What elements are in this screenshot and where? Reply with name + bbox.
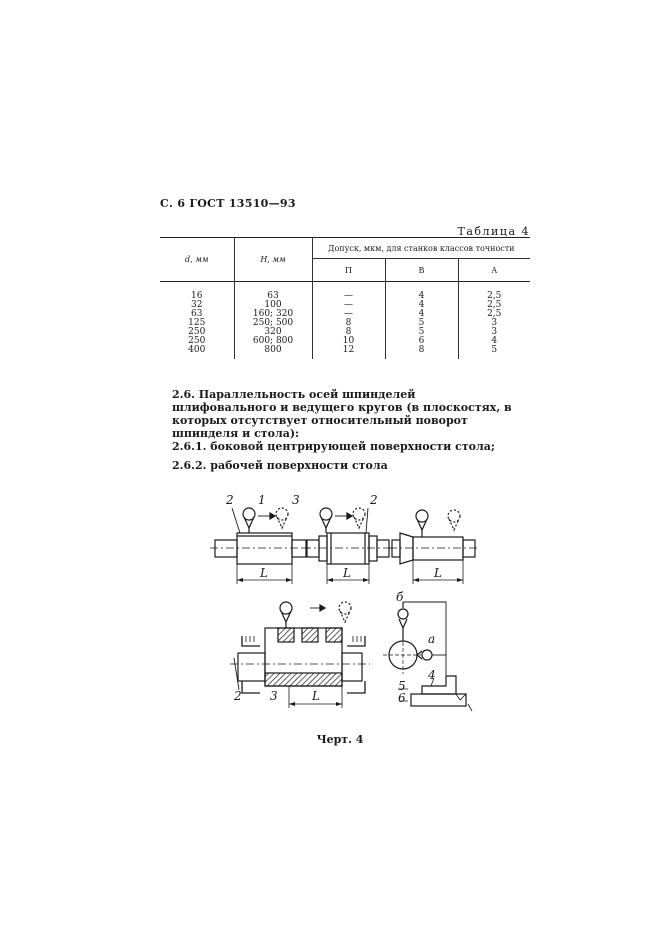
cell-p: 10 [311,337,385,346]
cell-d: 400 [188,345,206,355]
cell-p: — [311,301,385,310]
cell-a: 3 [457,328,530,337]
cell-a: 2,5 [457,310,530,319]
page-header: С. 6 ГОСТ 13510—93 [160,197,296,210]
cell-v: 5 [384,328,458,337]
cell-a: 2,5 [457,281,530,301]
col-header-class-v: В [384,258,458,282]
label-3: 3 [270,689,278,703]
cell-v: 8 [384,346,458,359]
cell-a: 5 [457,346,530,359]
label-a: а [428,632,435,646]
cell-d: 16 [191,291,203,301]
panel-2-drawing [303,507,393,584]
cell-d: 125 [188,318,206,328]
cell-p: 12 [311,346,385,359]
panel-3-drawing [389,509,479,584]
section-2-6: 2.6. Параллельность осей шпинделей шлифо… [172,388,512,440]
cell-v: 4 [384,281,458,301]
cell-p: — [311,310,385,319]
measurement-diagram: 2 1 3 L 2 L L [210,493,479,712]
cell-d: 63 [191,309,203,319]
table-caption: Таблица 4 [457,225,530,238]
cell-h: 63 [233,281,312,301]
label-L: L [259,566,268,580]
section-2-6-1: 2.6.1. боковой центрирующей поверхности … [172,440,495,453]
label-L: L [342,566,351,580]
cell-v: 6 [384,337,458,346]
section-2-6-2: 2.6.2. рабочей поверхности стола [172,459,388,472]
label-2: 2 [233,689,242,703]
cell-v: 4 [384,301,458,310]
cell-p: 8 [311,319,385,328]
panel-4-drawing [230,601,370,708]
cell-d: 250 [188,336,206,346]
cell-h: 160; 320 [233,310,312,319]
col-header-h: H, мм [233,237,312,282]
col-header-group: Допуск, мкм, для станков классов точност… [311,237,530,259]
cell-d: 250 [188,327,206,337]
table-row: 400 800 12 8 5 [160,346,530,359]
table-row: 250 600; 800 10 6 4 [160,337,530,346]
tolerance-table: d, мм H, мм Допуск, мкм, для станков кла… [160,237,530,359]
label-6: 6 [398,691,406,705]
cell-a: 2,5 [457,301,530,310]
cell-h: 320 [233,328,312,337]
cell-h: 600; 800 [233,337,312,346]
label-1: 1 [258,493,266,507]
cell-h: 100 [233,301,312,310]
cell-h: 800 [233,346,312,359]
cell-p: 8 [311,328,385,337]
label-3: 3 [292,493,300,507]
label-L: L [433,566,442,580]
panel-1-drawing [210,507,310,584]
cell-a: 4 [457,337,530,346]
label-2: 2 [369,493,378,507]
cell-v: 4 [384,310,458,319]
figure-caption: Черт. 4 [316,733,364,746]
table-row: 16 63 — 4 2,5 [160,281,530,301]
label-L: L [311,689,320,703]
table-row: 250 320 8 5 3 [160,328,530,337]
cell-a: 3 [457,319,530,328]
col-header-d: d, мм [185,255,209,264]
panel-5-drawing [383,601,473,712]
table-row: 32 100 — 4 2,5 [160,301,530,310]
table-row: 63 160; 320 — 4 2,5 [160,310,530,319]
cell-h: 250; 500 [233,319,312,328]
label-b: б [396,590,404,604]
label-4: 4 [427,668,436,682]
cell-p: — [311,281,385,301]
cell-v: 5 [384,319,458,328]
table-row: 125 250; 500 8 5 3 [160,319,530,328]
label-5: 5 [398,679,406,693]
label-2: 2 [225,493,234,507]
cell-d: 32 [191,300,203,310]
col-header-class-p: П [311,258,385,282]
col-header-class-a: А [457,258,530,282]
